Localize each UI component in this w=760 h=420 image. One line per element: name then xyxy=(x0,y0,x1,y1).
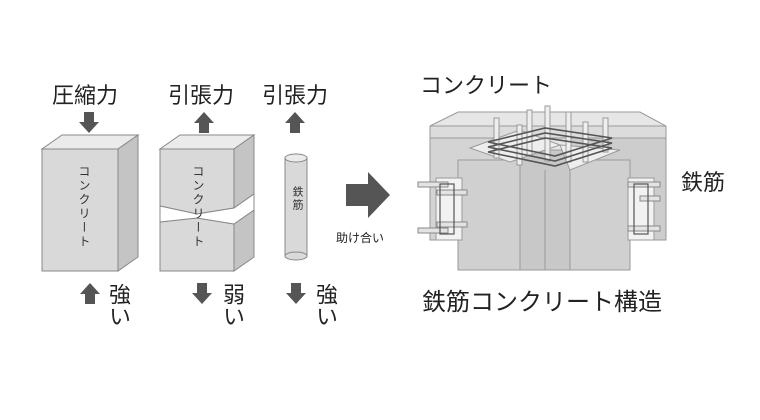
combine-label: 助け合い xyxy=(336,231,385,245)
rebar-side-label: 鉄筋 xyxy=(681,171,726,196)
compression-block xyxy=(40,134,140,272)
rc-structure-caption: 鉄筋コンクリート構造 xyxy=(422,288,662,316)
rebar-strong-arrow-down-icon xyxy=(286,283,306,304)
beam-stirrups xyxy=(439,183,649,235)
tension-arrow-up-icon xyxy=(194,112,214,133)
compression-block-label: コンクリート xyxy=(77,165,91,249)
compression-arrow-down-icon xyxy=(79,112,99,133)
cracked-block-label: コンクリート xyxy=(191,165,205,249)
rebar-arrow-up-icon xyxy=(285,112,305,133)
tension-weak-arrow-down-icon xyxy=(192,283,212,304)
tension-concrete-strength: 弱い xyxy=(219,283,244,327)
compression-strength: 強い xyxy=(105,283,130,327)
rebar-label: 鉄筋 xyxy=(291,186,304,212)
rebar-cylinder xyxy=(284,153,308,261)
tension-rebar-title: 引張力 xyxy=(262,84,329,109)
tension-concrete-title: 引張力 xyxy=(168,84,235,109)
stirrups xyxy=(487,127,613,167)
concrete-label: コンクリート xyxy=(420,74,553,99)
combine-arrow-right-icon xyxy=(346,172,390,218)
tension-rebar-strength: 強い xyxy=(312,283,337,327)
compression-title: 圧縮力 xyxy=(52,84,119,109)
cracked-block xyxy=(158,134,256,272)
compression-strong-arrow-up-icon xyxy=(80,283,100,304)
